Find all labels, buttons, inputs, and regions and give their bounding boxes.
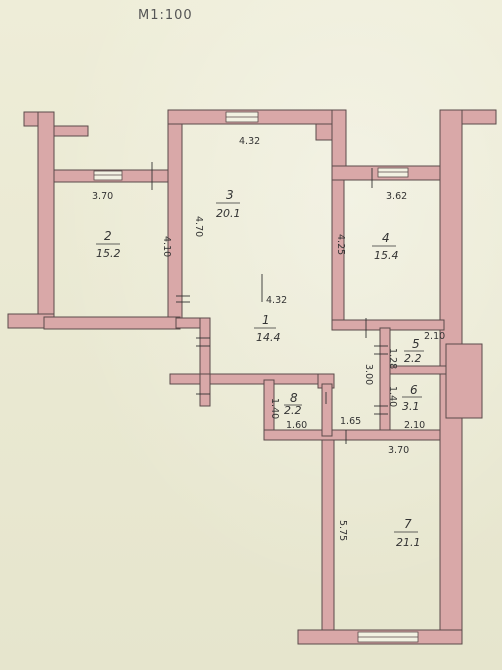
dim-room-6-bottom: 2.10 <box>404 420 425 431</box>
dim-room-5-top: 2.10 <box>424 331 445 342</box>
dim-room-2-right: 4.10 <box>161 236 172 257</box>
room-2-area: 15.2 <box>96 247 121 260</box>
dim-room-5-side: 1.28 <box>387 348 398 369</box>
dim-room-7-left: 5.75 <box>337 520 348 541</box>
room-1-number: 1 <box>262 313 270 327</box>
room-7-area: 21.1 <box>396 536 421 549</box>
dim-room-8-bottom: 1.60 <box>286 420 307 431</box>
room-1-area: 14.4 <box>256 331 281 344</box>
door-marks <box>151 162 388 444</box>
room-2-number: 2 <box>104 229 112 243</box>
window-room-4 <box>377 167 409 178</box>
dim-room-1-top: 4.32 <box>266 295 287 306</box>
room-5-number: 5 <box>412 337 420 351</box>
dim-room-4-left: 4.25 <box>335 234 346 255</box>
room-8-area: 2.2 <box>284 404 302 417</box>
walls <box>7 109 497 645</box>
dim-room-4-top: 3.62 <box>386 191 407 202</box>
room-4-number: 4 <box>382 231 390 245</box>
dim-room-6-side: 1.40 <box>387 386 398 407</box>
room-7-number: 7 <box>404 517 412 531</box>
room-5-area: 2.2 <box>404 352 422 365</box>
scale-label: M1:100 <box>138 8 193 23</box>
room-4-area: 15.4 <box>374 249 399 262</box>
dim-corridor: 1.65 <box>340 416 361 427</box>
room-labels: 1 14.4 2 15.2 3 20.1 4 15.4 5 2.2 6 3.1 … <box>96 188 424 549</box>
room-3-number: 3 <box>226 188 234 202</box>
room-8-number: 8 <box>290 391 298 405</box>
dim-room-2-top: 3.70 <box>92 191 113 202</box>
room-6-area: 3.1 <box>402 400 420 413</box>
dim-hall-right: 3.00 <box>363 364 374 385</box>
dim-room-3-top: 4.32 <box>239 136 260 147</box>
dim-room-7-top: 3.70 <box>388 445 409 456</box>
dim-room-8-left: 1.40 <box>269 398 280 419</box>
dimension-labels: 4.32 3.70 4.70 4.10 3.62 4.25 4.32 2.10 … <box>92 136 445 541</box>
window-openings <box>93 111 419 643</box>
room-3-area: 20.1 <box>216 207 241 220</box>
dim-room-3-left: 4.70 <box>193 216 204 237</box>
window-room-2 <box>93 170 123 181</box>
room-6-number: 6 <box>410 383 418 397</box>
